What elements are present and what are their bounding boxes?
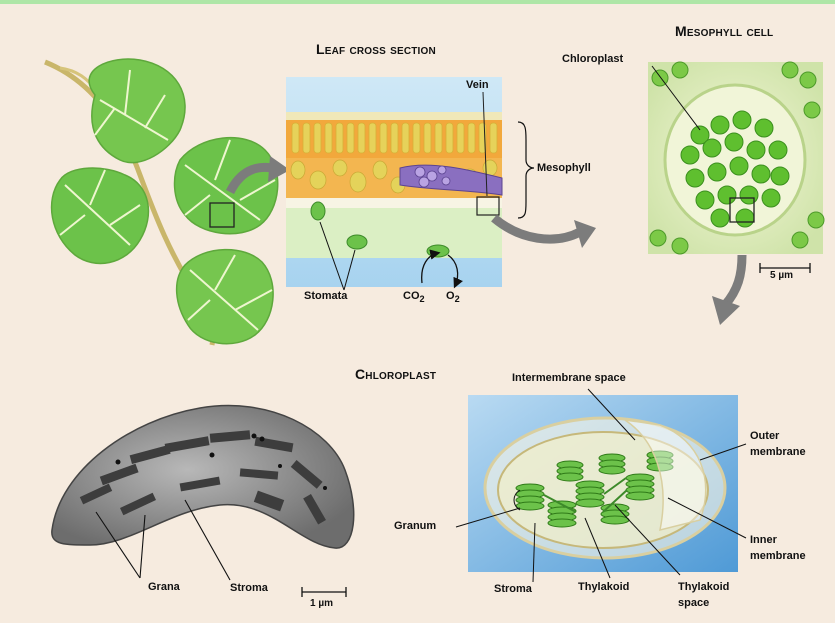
leaf-cross-section (286, 77, 534, 290)
title-leaf-cross-section: Leaf cross section (316, 41, 436, 57)
o2-subscript: 2 (455, 294, 460, 304)
label-outer-membrane-1: Outer (750, 430, 779, 442)
label-thylakoid: Thylakoid (578, 581, 629, 593)
leaf-2 (52, 168, 149, 263)
label-stomata: Stomata (304, 290, 347, 302)
arrow-cell-to-chloroplast (725, 255, 742, 305)
label-vein: Vein (466, 79, 489, 91)
label-scale-1um: 1 µm (310, 598, 333, 609)
label-grana: Grana (148, 581, 180, 593)
leaf-branch (45, 59, 278, 345)
label-thylakoid-space-1: Thylakoid (678, 581, 729, 593)
label-mesophyll: Mesophyll (537, 162, 591, 174)
leaf-1 (89, 59, 185, 163)
title-mesophyll-cell: Mesophyll cell (675, 23, 773, 39)
label-thylakoid-space-2: space (678, 597, 709, 609)
co2-subscript: 2 (420, 294, 425, 304)
label-chloroplast-cell: Chloroplast (562, 53, 623, 65)
mesophyll-cell-photo (648, 62, 824, 273)
label-intermembrane-space: Intermembrane space (512, 372, 626, 384)
label-stroma-diagram: Stroma (494, 583, 532, 595)
co2-text: CO (403, 290, 420, 302)
label-o2: O2 (446, 290, 460, 304)
label-co2: CO2 (403, 290, 425, 304)
label-stroma-micrograph: Stroma (230, 582, 268, 594)
o2-text: O (446, 290, 455, 302)
chloroplast-diagram (456, 389, 746, 582)
chloroplast-micrograph (52, 406, 354, 597)
label-outer-membrane-2: membrane (750, 446, 806, 458)
leaf-3 (175, 138, 278, 234)
mesophyll-bracket (518, 122, 534, 218)
arrow-section-to-cell (494, 218, 580, 239)
leaf-4 (177, 250, 273, 344)
label-granum: Granum (394, 520, 436, 532)
title-chloroplast: Chloroplast (355, 366, 436, 382)
label-inner-membrane-1: Inner (750, 534, 777, 546)
label-scale-5um: 5 µm (770, 270, 793, 281)
label-inner-membrane-2: membrane (750, 550, 806, 562)
